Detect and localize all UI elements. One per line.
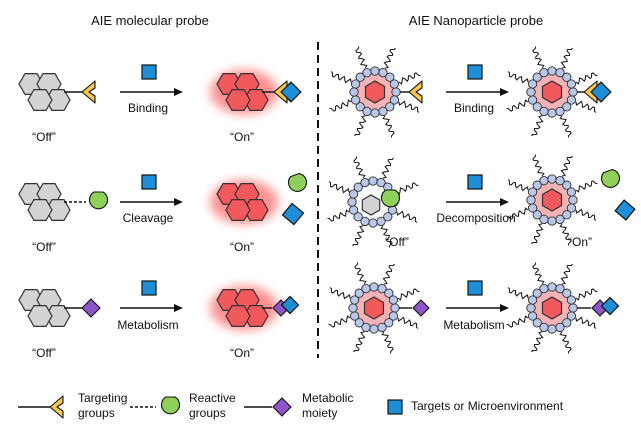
left-row-1-off-label: “Off” [32, 130, 56, 144]
legend-targeting-icon [49, 395, 64, 419]
left-row-1-off-cluster [18, 72, 71, 112]
legend-metabolic-icon [272, 397, 292, 417]
left-row-2-arrow [120, 198, 183, 206]
legend-reactive-label-2: groups [189, 406, 226, 420]
targeting-group-icon [408, 80, 423, 104]
left-row-1-arrow [120, 88, 183, 96]
right-row-2-np-after [506, 154, 598, 246]
left-row-2-on-cluster [210, 180, 278, 224]
target-square-icon [280, 81, 302, 103]
left-row-3-label: Metabolism [117, 318, 178, 332]
right-row-3-label: Metabolism [443, 318, 504, 332]
right-row-1-label: Binding [454, 101, 494, 115]
target-square-icon [614, 199, 636, 221]
right-row-2-arrow [446, 198, 509, 206]
targeting-group-icon [81, 80, 96, 104]
legend-reactive-label-1: Reactive [189, 391, 236, 405]
right-row-2-np-before [327, 156, 419, 248]
legend-metabolic-label-1: Metabolic [302, 391, 353, 405]
target-square-icon [590, 81, 612, 103]
legend-targeting-label-2: groups [78, 406, 115, 420]
right-panel-title: AIE Nanoparticle probe [409, 13, 543, 28]
metabolic-moiety-icon [412, 299, 430, 317]
right-row-1-arrow [446, 88, 509, 96]
legend-targets-label: Targets or Microenvironment [411, 399, 564, 413]
target-square-icon [467, 64, 483, 80]
target-square-icon [467, 280, 483, 296]
left-row-2-on-label: “On” [230, 240, 254, 254]
target-square-icon [141, 64, 157, 80]
right-row-1-np-before [329, 46, 421, 138]
left-row-2-label: Cleavage [123, 211, 174, 225]
right-row-3-arrow [446, 304, 509, 312]
right-row-1-np-after [506, 46, 598, 138]
target-square-icon [281, 202, 305, 226]
legend-targeting-label-1: Targeting [78, 391, 127, 405]
target-square-icon [141, 280, 157, 296]
legend-metabolic-label-2: moiety [302, 406, 337, 420]
reactive-group-icon [600, 168, 621, 188]
right-row-3-np-after [506, 262, 598, 354]
legend-reactive-icon [160, 396, 181, 415]
left-row-3-off-cluster [18, 289, 71, 327]
left-row-3-on-label: “On” [230, 346, 254, 360]
right-row-3-np-before [328, 262, 420, 354]
left-row-3-on-cluster [210, 286, 278, 330]
target-square-icon [600, 296, 620, 316]
reactive-group-icon [88, 191, 109, 210]
left-row-3-arrow [120, 304, 183, 312]
right-row-2-label: Decomposition [436, 211, 515, 225]
left-row-2-off-label: “Off” [32, 240, 56, 254]
left-panel-title: AIE molecular probe [91, 13, 209, 28]
legend-target-icon [387, 399, 403, 415]
reactive-group-icon [287, 172, 308, 192]
left-row-1-on-cluster [210, 70, 278, 114]
target-square-icon [467, 174, 483, 190]
left-row-1-label: Binding [128, 101, 168, 115]
left-row-1-on-label: “On” [230, 130, 254, 144]
metabolic-moiety-icon [81, 298, 101, 318]
reactive-group-icon [380, 189, 401, 208]
left-row-3-off-label: “Off” [32, 346, 56, 360]
left-row-2-off-cluster [18, 183, 71, 221]
target-square-icon [280, 295, 300, 315]
right-row-2-off-label: “Off” [385, 235, 409, 249]
target-square-icon [141, 174, 157, 190]
right-row-2-on-label: “On” [568, 235, 592, 249]
